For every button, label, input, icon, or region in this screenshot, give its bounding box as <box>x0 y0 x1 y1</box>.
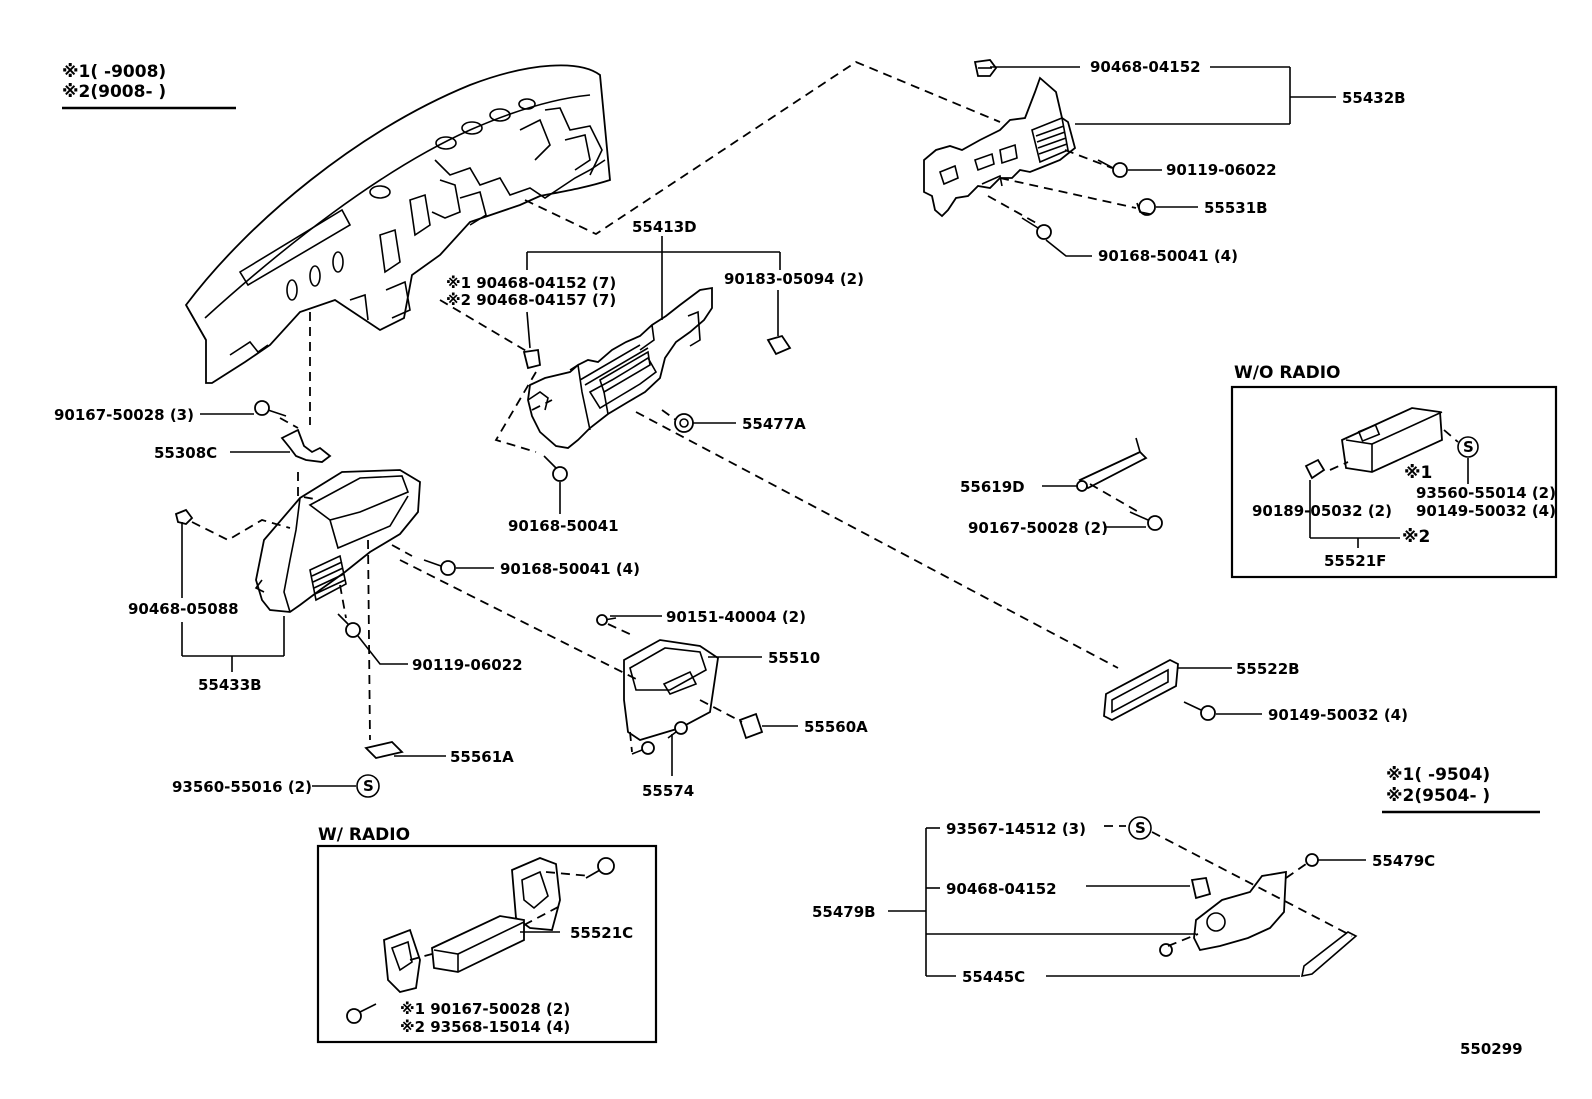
label-s1-90468-04152-7: ※1 90468-04152 (7) <box>446 274 616 292</box>
bolt-90119-top-illustration <box>1097 159 1128 178</box>
label-90183-05094-2: 90183-05094 (2) <box>724 270 864 288</box>
note-right-line2: ※2(9504- ) <box>1386 786 1490 806</box>
bar-55619D-illustration <box>1076 437 1148 492</box>
wo-s-mark: S <box>1463 438 1474 456</box>
bracket-55432B-illustration <box>923 59 1077 218</box>
clip-90183-illustration <box>766 334 792 356</box>
label-90167-50028-2: 90167-50028 (2) <box>968 519 1108 537</box>
assembly-dashed-lines <box>191 60 1353 947</box>
label-wr-93568-15014-4: ※2 93568-15014 (4) <box>400 1018 570 1036</box>
label-55522B: 55522B <box>1236 660 1300 678</box>
note-right-line1: ※1( -9504) <box>1386 765 1490 785</box>
grommet-55477A-illustration <box>674 413 694 433</box>
bolt-90119-mid-illustration <box>337 613 361 638</box>
wo-radio-box: W/O RADIO S ※1 93560-55014 (2) 90149-500… <box>1230 363 1558 579</box>
clip-55561A-illustration <box>364 741 404 759</box>
label-55531B: 55531B <box>1204 199 1268 217</box>
label-55479B: 55479B <box>812 903 876 921</box>
bracket-55413D-illustration <box>522 286 713 449</box>
s-mark-1: S <box>363 777 374 795</box>
instrument-panel-illustration <box>184 64 611 384</box>
panel-55522B-illustration <box>1103 658 1179 722</box>
label-55574: 55574 <box>642 782 694 800</box>
s-symbol-14512: S <box>1128 816 1152 840</box>
label-55413D: 55413D <box>632 218 697 236</box>
label-55308C: 55308C <box>154 444 217 462</box>
label-55433B: 55433B <box>198 676 262 694</box>
label-55521C: 55521C <box>570 924 633 942</box>
label-55521F: 55521F <box>1324 552 1386 570</box>
label-55445C: 55445C <box>962 968 1025 986</box>
label-55477A: 55477A <box>742 415 806 433</box>
clip-55308C-illustration <box>280 428 332 463</box>
label-90168-50041-4-mid: 90168-50041 (4) <box>500 560 640 578</box>
label-55561A: 55561A <box>450 748 514 766</box>
label-55560A: 55560A <box>804 718 868 736</box>
diagram-id: 550299 <box>1460 1040 1523 1058</box>
label-93560-55016-2: 93560-55016 (2) <box>172 778 312 796</box>
s-symbol-55016: S <box>356 774 380 798</box>
duct-55433B-illustration <box>254 469 421 613</box>
wo-radio-title: W/O RADIO <box>1234 363 1340 383</box>
bolt-90168-mid-illustration <box>423 559 456 576</box>
bolt-90168-top-illustration <box>1021 217 1052 240</box>
note-top-left-line2: ※2(9008- ) <box>62 82 166 102</box>
label-55619D: 55619D <box>960 478 1025 496</box>
bolt-90168-center-illustration <box>543 455 568 482</box>
label-90468-04152-top: 90468-04152 <box>1090 58 1201 76</box>
cover-55479B-illustration <box>1159 853 1358 978</box>
bolt-90167-50028-illustration <box>254 400 287 417</box>
part-labels: 90468-04152 55432B 90119-06022 55531B 90… <box>54 58 1435 986</box>
label-s2-90468-04157-7: ※2 90468-04157 (7) <box>446 291 616 309</box>
wo-radio-frame <box>1230 385 1558 579</box>
note-right: ※1( -9504) ※2(9504- ) <box>1382 765 1540 814</box>
w-radio-frame <box>316 844 658 1044</box>
label-90119-06022-top: 90119-06022 <box>1166 161 1277 179</box>
label-90168-50041: 90168-50041 <box>508 517 619 535</box>
s-mark-2: S <box>1135 819 1146 837</box>
bolt-90167-50028-2-illustration <box>1129 511 1163 531</box>
label-90149-50032-4: 90149-50032 (4) <box>1268 706 1408 724</box>
label-90468-05088: 90468-05088 <box>128 600 239 618</box>
label-wr-90167-50028-2: ※1 90167-50028 (2) <box>400 1000 570 1018</box>
label-90168-50041-4-top: 90168-50041 (4) <box>1098 247 1238 265</box>
w-radio-title: W/ RADIO <box>318 825 410 845</box>
wo-note-s2: ※2 <box>1402 527 1430 547</box>
label-55510: 55510 <box>768 649 820 667</box>
glove-box-55510-illustration <box>596 614 719 741</box>
clip-55531B-illustration <box>1136 198 1156 216</box>
note-top-left: ※1( -9008) ※2(9008- ) <box>62 62 236 110</box>
label-55479C: 55479C <box>1372 852 1435 870</box>
bolt-90149-illustration <box>1183 701 1216 721</box>
label-55432B: 55432B <box>1342 89 1406 107</box>
label-93560-55014-2: 93560-55014 (2) <box>1416 484 1556 502</box>
striker-55560A-illustration <box>738 712 764 740</box>
label-90149-50032-4-wo: 90149-50032 (4) <box>1416 502 1556 520</box>
w-radio-box: W/ RADIO 55521C ※1 90167-50028 (2) ※2 93… <box>316 825 658 1044</box>
label-90151-40004-2: 90151-40004 (2) <box>666 608 806 626</box>
label-93567-14512-3: 93567-14512 (3) <box>946 820 1086 838</box>
wo-note-s1: ※1 <box>1404 463 1432 483</box>
label-90189-05032-2: 90189-05032 (2) <box>1252 502 1392 520</box>
note-top-left-line1: ※1( -9008) <box>62 62 166 82</box>
label-90119-06022-mid: 90119-06022 <box>412 656 523 674</box>
label-90468-04152-bot: 90468-04152 <box>946 880 1057 898</box>
leader-lines <box>181 66 1366 977</box>
label-90167-50028-3: 90167-50028 (3) <box>54 406 194 424</box>
nut-90468-05088-illustration <box>174 508 194 525</box>
